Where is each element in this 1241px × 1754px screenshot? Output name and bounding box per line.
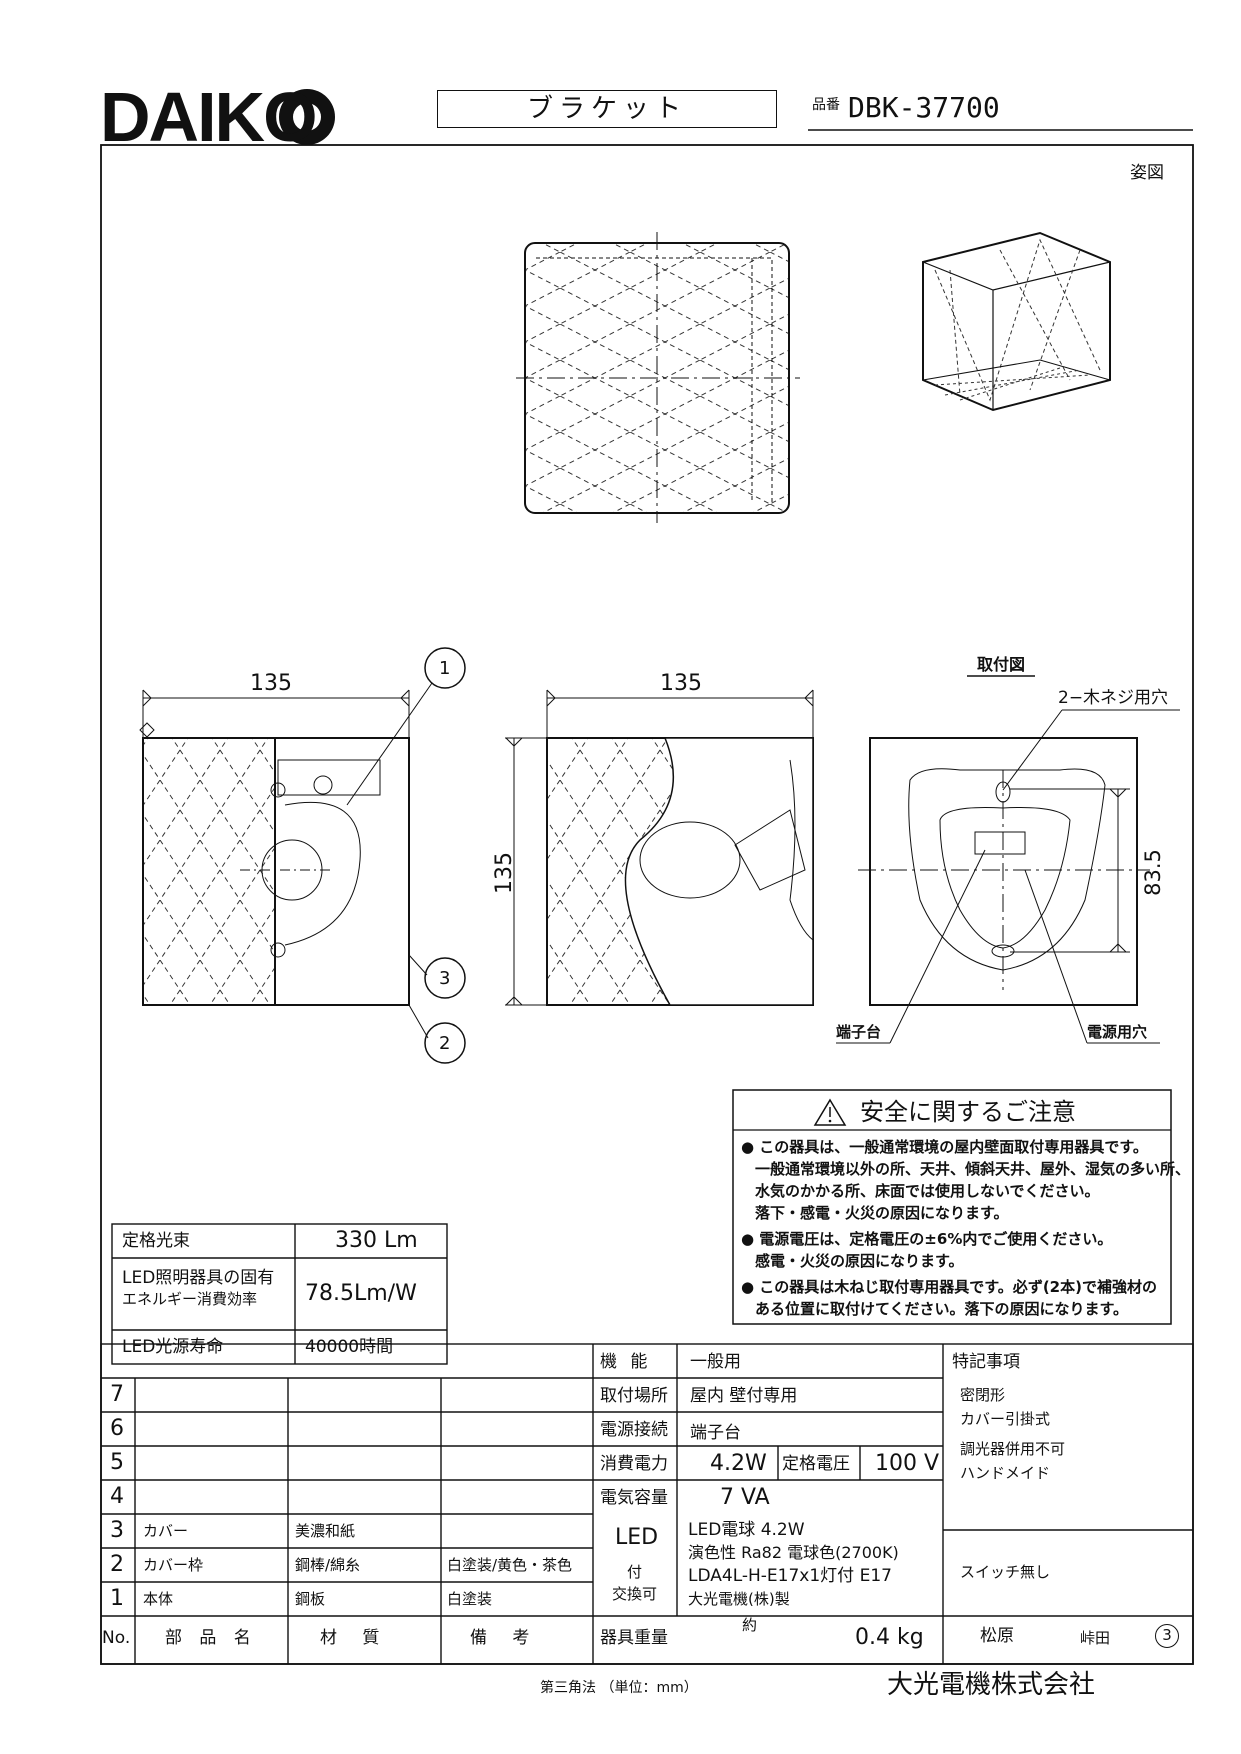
safety-line: 水気のかかる所、床面では使用しないでください。 [755,1182,1100,1200]
safety-line: ● この器具は、一般通常環境の屋内壁面取付専用器具です。 [741,1138,1148,1156]
rated-flux-label: 定格光束 [122,1231,190,1251]
part-name: 本体 [143,1590,174,1608]
logo-sun-icon [279,89,335,145]
brand-logo: DAIKO [100,78,318,156]
part-no: 1 [110,1586,124,1611]
header-note: 備 考 [470,1628,540,1648]
parts-table-lines [100,1343,1194,1665]
efficiency-value: 78.5Lm/W [305,1281,417,1306]
part-note: 白塗装/黄色・茶色 [447,1556,573,1574]
note-item: カバー引掛式 [960,1410,1051,1428]
mounting-view [836,675,1180,1044]
revision-mark: 3 [1155,1624,1179,1648]
power-hole-label: 電源用穴 [1087,1023,1148,1041]
part-no: 4 [110,1484,124,1509]
front-view [516,232,800,523]
note-item: 調光器併用不可 [960,1440,1066,1458]
company-name: 大光電機株式会社 [887,1670,1096,1700]
weight-value: 0.4 kg [855,1625,924,1650]
note-item: 密閉形 [960,1386,1006,1404]
safety-box [732,1089,1172,1325]
power-value: 4.2W [710,1451,767,1476]
capacity-label: 電気容量 [600,1488,668,1508]
led-line-2: 演色性 Ra82 電球色(2700K) [688,1543,899,1562]
mount-title: 取付図 [977,655,1026,674]
place-value: 屋内 壁付専用 [690,1386,798,1406]
terminal-label: 端子台 [836,1023,882,1041]
callout-2: 2 [439,1033,451,1054]
part-no: 3 [110,1518,124,1543]
part-number: DBK-37700 [848,91,1000,124]
part-material: 鋼板 [295,1590,326,1608]
part-no: 5 [110,1450,124,1475]
function-label: 機 能 [600,1352,652,1372]
header-no: No. [102,1628,131,1648]
callout-3: 3 [439,968,451,989]
part-no: 6 [110,1416,124,1441]
safety-line: 一般通常環境以外の所、天井、傾斜天井、屋外、湿気の多い所、 [755,1160,1191,1178]
switch-note: スイッチ無し [960,1563,1051,1581]
conn-label: 電源接続 [600,1420,668,1440]
callout-1: 1 [439,658,451,679]
rated-flux-value: 330 Lm [335,1228,418,1253]
safety-line: ● この器具は木ねじ取付専用器具です。必ず(2本)で補強材の [741,1278,1157,1296]
power-label: 消費電力 [600,1454,668,1474]
safety-line: 落下・感電・火災の原因になります。 [755,1204,1009,1222]
place-label: 取付場所 [600,1386,668,1406]
led-line-4: 大光電機(株)製 [688,1590,790,1608]
life-value: 40000時間 [305,1337,394,1357]
dim-height: 135 [492,852,517,894]
led-line-3: LDA4L-H-E17x1灯付 E17 [688,1566,892,1586]
product-type: ブラケット [437,90,777,128]
conn-value: 端子台 [690,1423,741,1443]
projection-note: 第三角法 （単位：mm） [540,1680,698,1696]
rated-voltage-label: 定格電圧 [782,1454,850,1474]
part-number-label: 品番 [812,97,840,113]
safety-line: 感電・火災の原因になります。 [755,1252,964,1270]
part-no: 7 [110,1382,124,1407]
note-item: ハンドメイド [960,1464,1051,1482]
led-sub-1: 付 [627,1563,643,1581]
part-material: 美濃和紙 [295,1522,356,1540]
led-line-1: LED電球 4.2W [688,1520,805,1540]
safety-line: ある位置に取付けてください。落下の原因になります。 [755,1300,1129,1318]
side-view-left [139,647,466,1064]
part-material: 鋼棒/綿糸 [295,1556,361,1574]
header-part-name: 部 品 名 [165,1628,257,1648]
part-no: 2 [110,1552,124,1577]
spec-table-lines [111,1223,448,1365]
weight-label: 器具重量 [600,1628,668,1648]
led-label: LED [615,1525,659,1550]
safety-title: 安全に関するご注意 [860,1098,1076,1126]
weight-approx: 約 [742,1616,758,1634]
life-label: LED光源寿命 [122,1337,224,1357]
signature-2: 峠田 [1080,1629,1111,1647]
part-name: カバー [143,1522,189,1540]
signature-1: 松原 [980,1626,1014,1646]
dim-width-middle: 135 [660,671,702,696]
efficiency-label-2: エネルギー消費効率 [122,1290,258,1308]
part-name: カバー枠 [143,1556,204,1574]
rated-voltage-value: 100 V [875,1451,940,1476]
view-label: 姿図 [1130,163,1164,183]
screw-holes-label: 2−木ネジ用穴 [1058,688,1169,708]
isometric-view [922,231,1111,412]
led-sub-2: 交換可 [612,1585,658,1603]
side-view-middle [505,689,814,1006]
warning-icon [813,1098,847,1126]
efficiency-label-1: LED照明器具の固有 [122,1268,275,1288]
capacity-value: 7 VA [720,1485,770,1510]
part-note: 白塗装 [447,1590,493,1608]
safety-line: ● 電源電圧は、定格電圧の±6%内でご使用ください。 [741,1230,1113,1248]
function-value: 一般用 [690,1352,741,1372]
header-material: 材 質 [320,1628,390,1648]
dim-83: 83.5 [1140,849,1165,896]
dim-width-left: 135 [250,671,292,696]
notes-title: 特記事項 [952,1352,1020,1372]
